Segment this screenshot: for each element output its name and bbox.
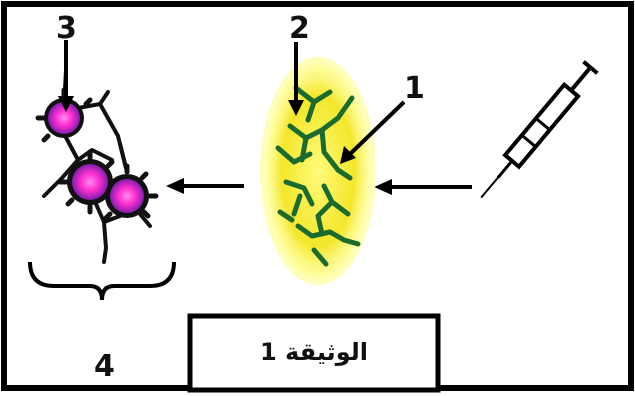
granulated-cells	[35, 68, 159, 264]
pointer-arrow-1	[340, 100, 406, 164]
syringe-icon	[480, 60, 599, 199]
label-2: 2	[289, 11, 310, 46]
bracket-4	[28, 261, 176, 301]
label-4: 4	[94, 349, 115, 384]
pointer-arrow-2	[288, 42, 304, 116]
caption-box	[187, 313, 441, 393]
document-caption: الوثيقة 1	[260, 338, 368, 366]
filaments	[275, 85, 361, 267]
pointer-arrow-3	[58, 40, 74, 112]
arrow-left-icon	[166, 178, 244, 194]
label-1: 1	[404, 71, 425, 106]
yellow-cell	[260, 57, 376, 285]
label-3: 3	[56, 11, 77, 46]
arrow-left-icon	[374, 179, 472, 195]
